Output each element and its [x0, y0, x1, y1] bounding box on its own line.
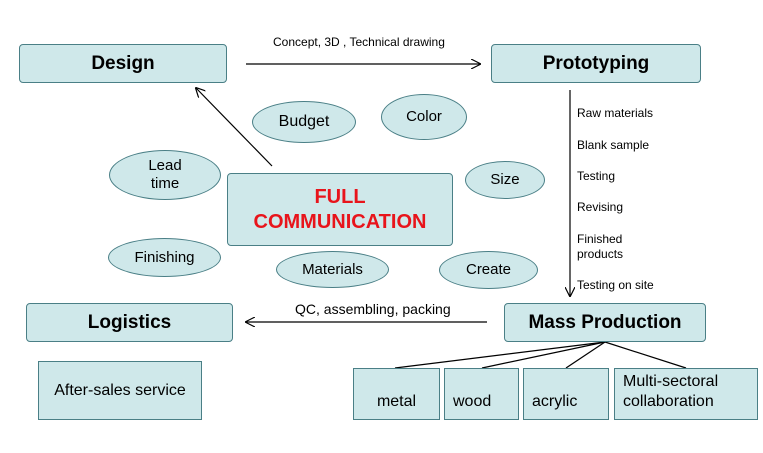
- multi-sectoral-line-2: collaboration: [623, 393, 714, 410]
- finishing-ellipse: Finishing: [108, 238, 221, 277]
- logistics-box: Logistics: [26, 303, 233, 342]
- arrow-center-to-design: [196, 88, 273, 167]
- step-testing: Testing: [577, 169, 616, 183]
- metal-box: metal: [353, 368, 440, 420]
- prototyping-box: Prototyping: [491, 44, 701, 83]
- after-sales-label: After-sales service: [54, 381, 186, 399]
- multi-sectoral-line-1: Multi-sectoral: [623, 373, 719, 390]
- materials-ellipse: Materials: [276, 251, 389, 288]
- branch-acrylic: [565, 341, 606, 369]
- design-label: Design: [91, 52, 155, 74]
- budget-ellipse: Budget: [252, 101, 356, 143]
- mass-production-box: Mass Production: [504, 303, 706, 342]
- design-box: Design: [19, 44, 227, 83]
- lead-time-line-2: time: [150, 175, 180, 192]
- multi-sectoral-box: Multi-sectoral collaboration: [614, 368, 758, 420]
- prototyping-label: Prototyping: [542, 52, 650, 74]
- after-sales-box: After-sales service: [38, 361, 202, 420]
- step-raw-materials: Raw materials: [577, 106, 654, 120]
- logistics-label: Logistics: [87, 311, 172, 333]
- full-communication-box: FULL COMMUNICATION: [227, 173, 453, 246]
- acrylic-label: acrylic: [532, 393, 578, 410]
- finishing-label: Finishing: [134, 248, 195, 266]
- branch-wood: [481, 341, 606, 369]
- step-revising: Revising: [577, 200, 624, 214]
- wood-label: wood: [453, 393, 492, 410]
- color-ellipse: Color: [381, 94, 467, 140]
- branch-multi: [604, 341, 687, 369]
- center-line-2: COMMUNICATION: [253, 210, 427, 233]
- size-label: Size: [490, 171, 520, 188]
- mass-production-label: Mass Production: [528, 311, 682, 333]
- acrylic-box: acrylic: [523, 368, 609, 420]
- create-ellipse: Create: [439, 251, 538, 289]
- lead-time-ellipse: Lead time: [109, 150, 221, 200]
- wood-box: wood: [444, 368, 519, 420]
- metal-label: metal: [376, 393, 417, 410]
- branch-metal: [394, 341, 606, 369]
- concept-label: Concept, 3D , Technical drawing: [273, 35, 445, 49]
- materials-label: Materials: [302, 260, 363, 278]
- step-testing-on-site: Testing on site: [577, 278, 654, 292]
- color-label: Color: [406, 108, 442, 125]
- create-label: Create: [465, 261, 512, 278]
- step-blank-sample: Blank sample: [577, 138, 650, 152]
- qc-label: QC, assembling, packing: [295, 301, 451, 317]
- step-finished-products: Finished products: [577, 232, 624, 261]
- budget-label: Budget: [278, 113, 330, 130]
- size-ellipse: Size: [465, 161, 545, 199]
- lead-time-line-1: Lead: [148, 157, 182, 174]
- center-line-1: FULL: [314, 185, 366, 208]
